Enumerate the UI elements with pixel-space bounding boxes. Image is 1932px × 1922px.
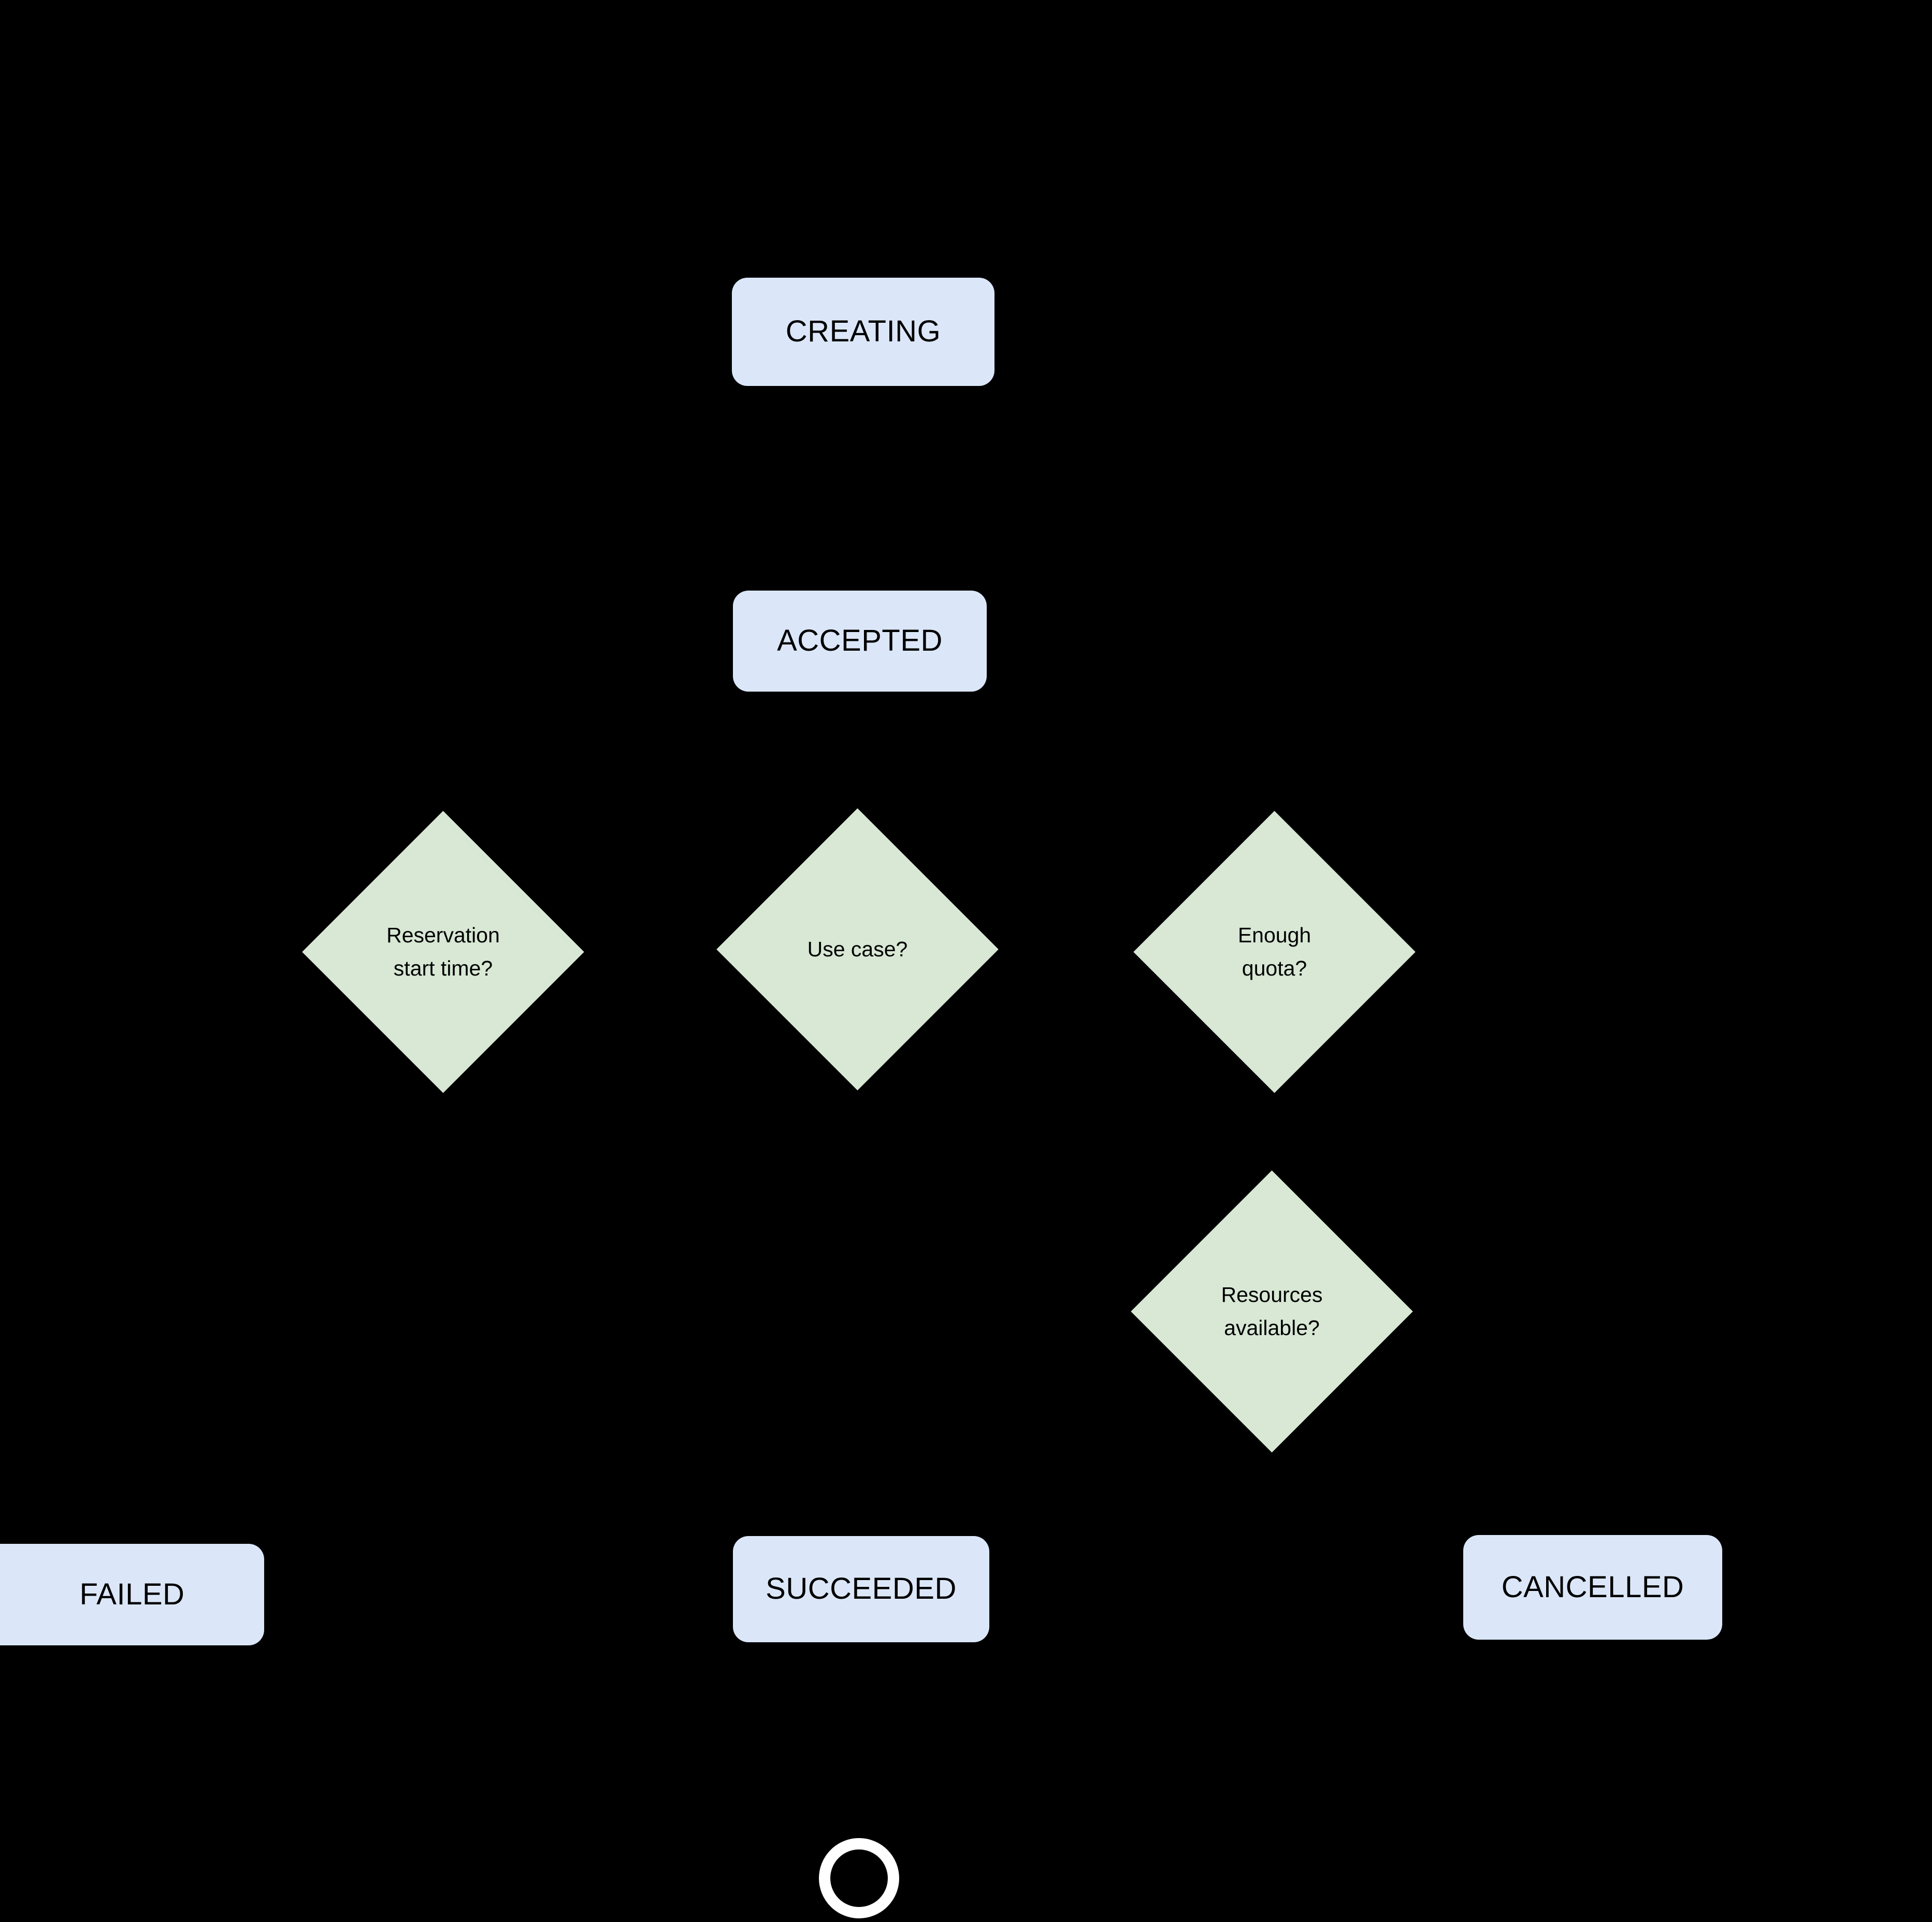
decision-resources-available[interactable]: Resources available? <box>1131 1170 1413 1453</box>
state-label-creating: CREATING <box>785 314 941 349</box>
state-box-creating[interactable]: CREATING <box>732 278 994 386</box>
state-box-accepted[interactable]: ACCEPTED <box>733 591 987 692</box>
decision-label: Enough quota? <box>1196 919 1352 985</box>
decision-reservation-start-time[interactable]: Reservation start time? <box>302 811 584 1093</box>
state-box-cancelled[interactable]: CANCELLED <box>1463 1535 1722 1640</box>
decision-label-line1: Resources <box>1221 1282 1323 1307</box>
decision-label-line1: Reservation <box>386 923 500 947</box>
state-label-failed: FAILED <box>79 1577 185 1611</box>
decision-use-case[interactable]: Use case? <box>716 808 999 1091</box>
decision-label-line1: Use case? <box>807 937 908 961</box>
state-label-succeeded: SUCCEEDED <box>766 1572 957 1606</box>
decision-label-line2: start time? <box>393 956 493 980</box>
decision-label: Resources available? <box>1194 1279 1349 1344</box>
decision-label: Reservation start time? <box>365 919 521 985</box>
decision-label: Use case? <box>780 933 935 966</box>
decision-label-line2: available? <box>1224 1315 1320 1340</box>
state-label-cancelled: CANCELLED <box>1501 1570 1684 1604</box>
state-label-accepted: ACCEPTED <box>777 624 943 658</box>
decision-label-line2: quota? <box>1242 956 1307 980</box>
decision-enough-quota[interactable]: Enough quota? <box>1133 811 1416 1093</box>
decision-label-line1: Enough <box>1237 923 1311 947</box>
state-box-failed[interactable]: FAILED <box>0 1544 264 1645</box>
terminal-end-node[interactable] <box>819 1838 899 1918</box>
state-box-succeeded[interactable]: SUCCEEDED <box>733 1536 989 1642</box>
